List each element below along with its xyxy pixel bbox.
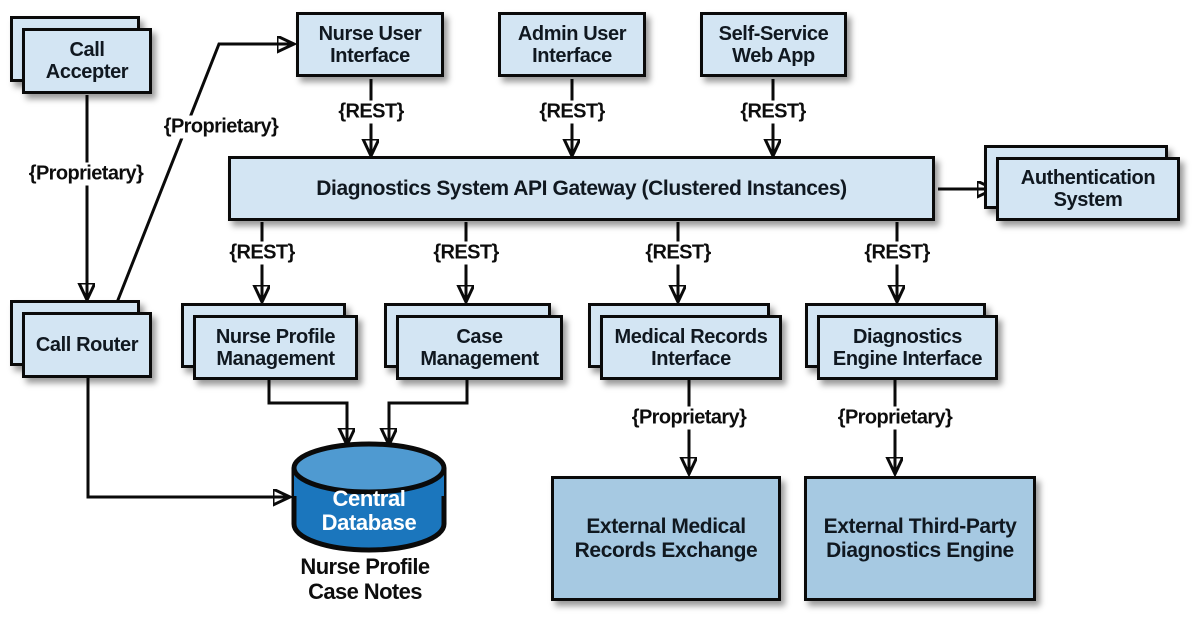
central-database-cylinder: [291, 441, 447, 553]
edge-label-rest: {REST}: [737, 100, 809, 124]
node-medical-records-interface: Medical Records Interface: [588, 303, 782, 380]
edge-call-router-to-db: [86, 376, 289, 497]
node-nurse-profile-management: Nurse Profile Management: [181, 303, 358, 380]
db-caption-line1: Nurse Profile: [300, 554, 430, 579]
edge-label-proprietary: {Proprietary}: [834, 406, 956, 430]
node-label: Call Router: [22, 312, 152, 378]
edge-label-rest: {REST}: [226, 241, 298, 265]
node-label: Call Accepter: [22, 28, 152, 94]
node-external-third-party-diagnostics-engine: External Third-Party Diagnostics Engine: [804, 476, 1036, 601]
edge-label-rest: {REST}: [536, 100, 608, 124]
node-nurse-user-interface: Nurse User Interface: [296, 12, 444, 77]
node-api-gateway: Diagnostics System API Gateway (Clustere…: [228, 156, 935, 221]
edge-label-proprietary: {Proprietary}: [25, 162, 147, 186]
node-authentication-system: Authentication System: [984, 145, 1180, 221]
node-self-service-web-app: Self-Service Web App: [700, 12, 847, 77]
edge-label-rest: {REST}: [430, 241, 502, 265]
node-external-medical-records-exchange: External Medical Records Exchange: [551, 476, 781, 601]
edge-label-rest: {REST}: [335, 100, 407, 124]
node-label: Case Management: [396, 315, 563, 380]
node-label: Nurse Profile Management: [193, 315, 358, 380]
edge-case-mgmt-to-db: [389, 379, 469, 444]
edge-label-proprietary: {Proprietary}: [160, 115, 282, 139]
edge-call-router-to-nurse-ui: [112, 44, 293, 311]
node-admin-user-interface: Admin User Interface: [498, 12, 646, 77]
central-database-label: Central Database: [321, 486, 417, 535]
edge-nurse-profile-mgmt-to-db: [267, 379, 347, 444]
node-diagnostics-engine-interface: Diagnostics Engine Interface: [805, 303, 998, 380]
edge-label-proprietary: {Proprietary}: [628, 406, 750, 430]
edge-label-rest: {REST}: [642, 241, 714, 265]
node-call-router: Call Router: [10, 300, 152, 378]
node-call-accepter: Call Accepter: [10, 16, 152, 94]
edge-label-rest: {REST}: [861, 241, 933, 265]
db-caption-line2: Case Notes: [308, 579, 422, 604]
node-label: Diagnostics Engine Interface: [817, 315, 998, 380]
node-label: Medical Records Interface: [600, 315, 782, 380]
node-label: Authentication System: [996, 157, 1180, 221]
node-case-management: Case Management: [384, 303, 563, 380]
